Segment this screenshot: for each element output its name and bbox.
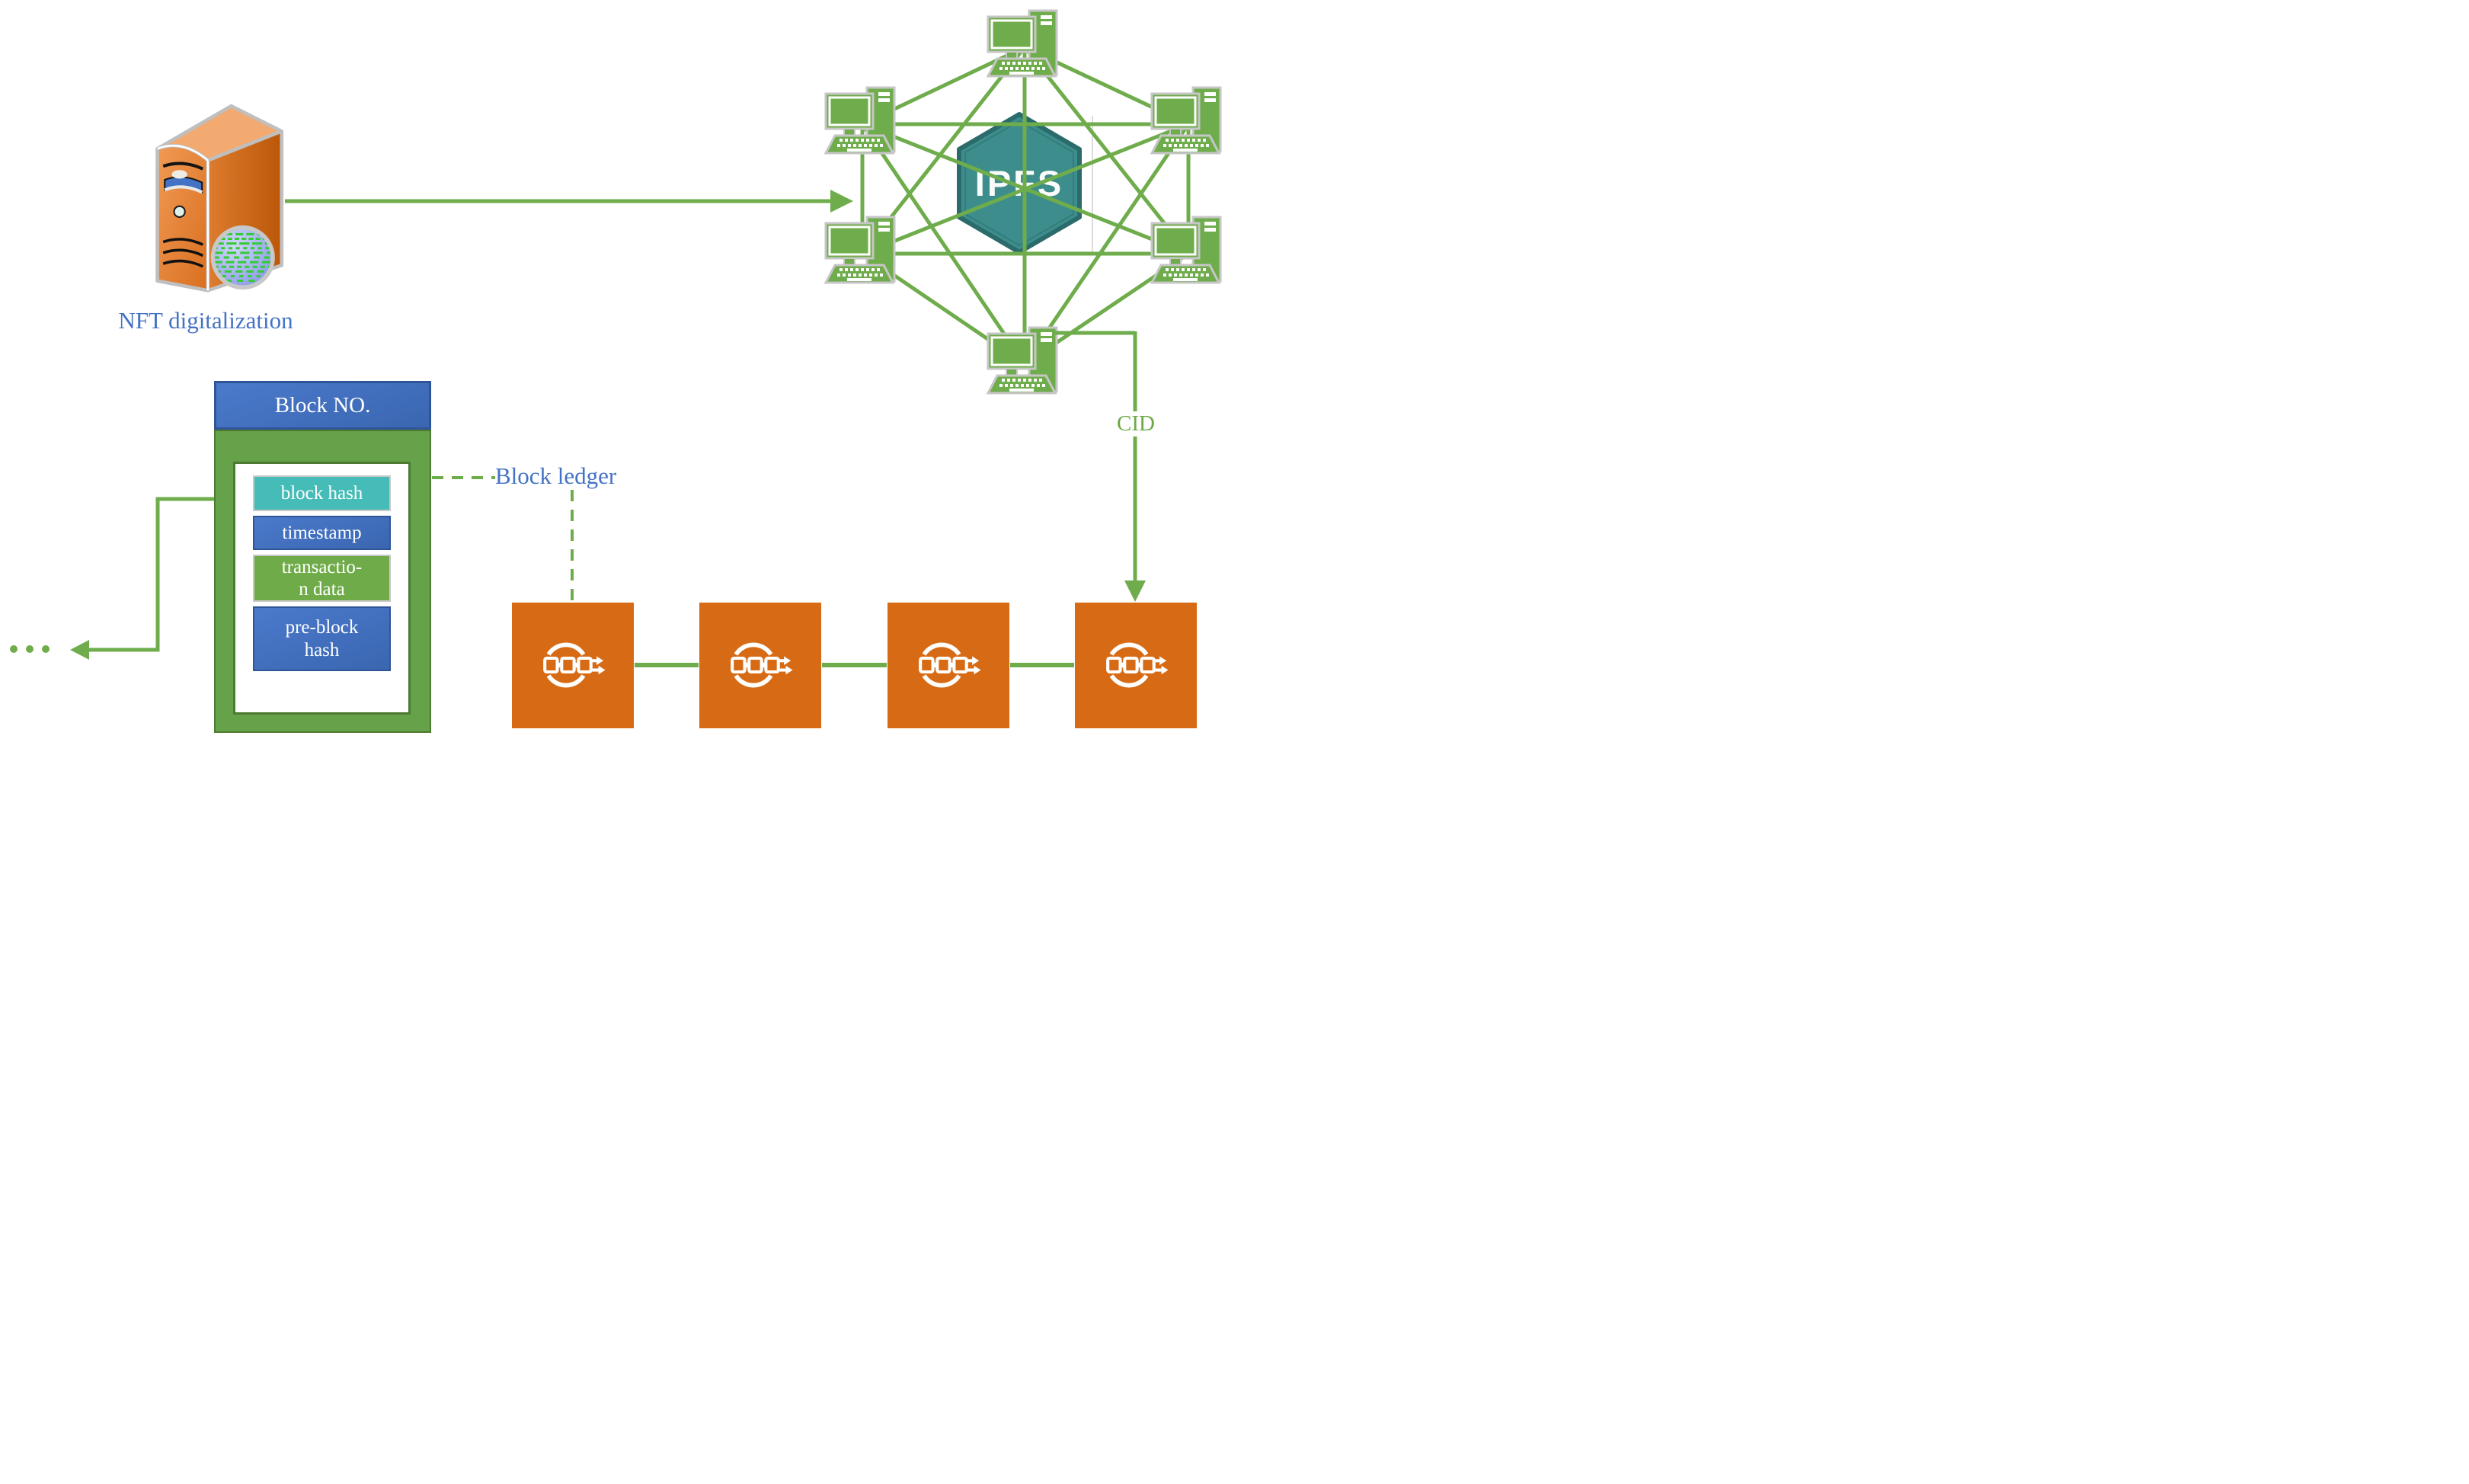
blockchain-block	[512, 603, 634, 728]
cid-connector-arrow	[1054, 331, 1146, 602]
server-to-ipfs-arrow	[285, 190, 853, 213]
blockchain-block	[1075, 603, 1197, 728]
block-no-header: Block NO.	[214, 381, 431, 430]
timestamp-field: timestamp	[253, 516, 391, 550]
blockchain-block	[699, 603, 821, 728]
block-hash-field: block hash	[253, 475, 391, 511]
computer-icon	[987, 326, 1058, 395]
block-ledger-label: Block ledger	[495, 462, 617, 489]
diagram-canvas: IPFS	[0, 0, 1234, 742]
computer-icon	[1150, 86, 1222, 155]
nft-digitalization-label: NFT digitalization	[118, 307, 293, 334]
cid-label: CID	[1114, 411, 1158, 437]
network-mesh-lines	[860, 45, 1191, 366]
prev-block-arrow	[70, 497, 214, 660]
transaction-data-field: transactio- n data	[253, 555, 391, 602]
blockchain-block	[887, 603, 1009, 728]
pre-block-hash-field: pre-block hash	[253, 606, 391, 671]
ellipsis-dots	[10, 645, 50, 653]
diagram-graphics: IPFS	[10, 9, 1222, 728]
globe-icon	[210, 225, 275, 290]
computer-icon	[824, 86, 896, 155]
computer-icon	[824, 216, 896, 284]
server-icon	[155, 104, 284, 293]
ipfs-network: IPFS	[824, 9, 1222, 395]
computer-icon	[987, 9, 1058, 78]
computer-icon	[1150, 216, 1222, 284]
